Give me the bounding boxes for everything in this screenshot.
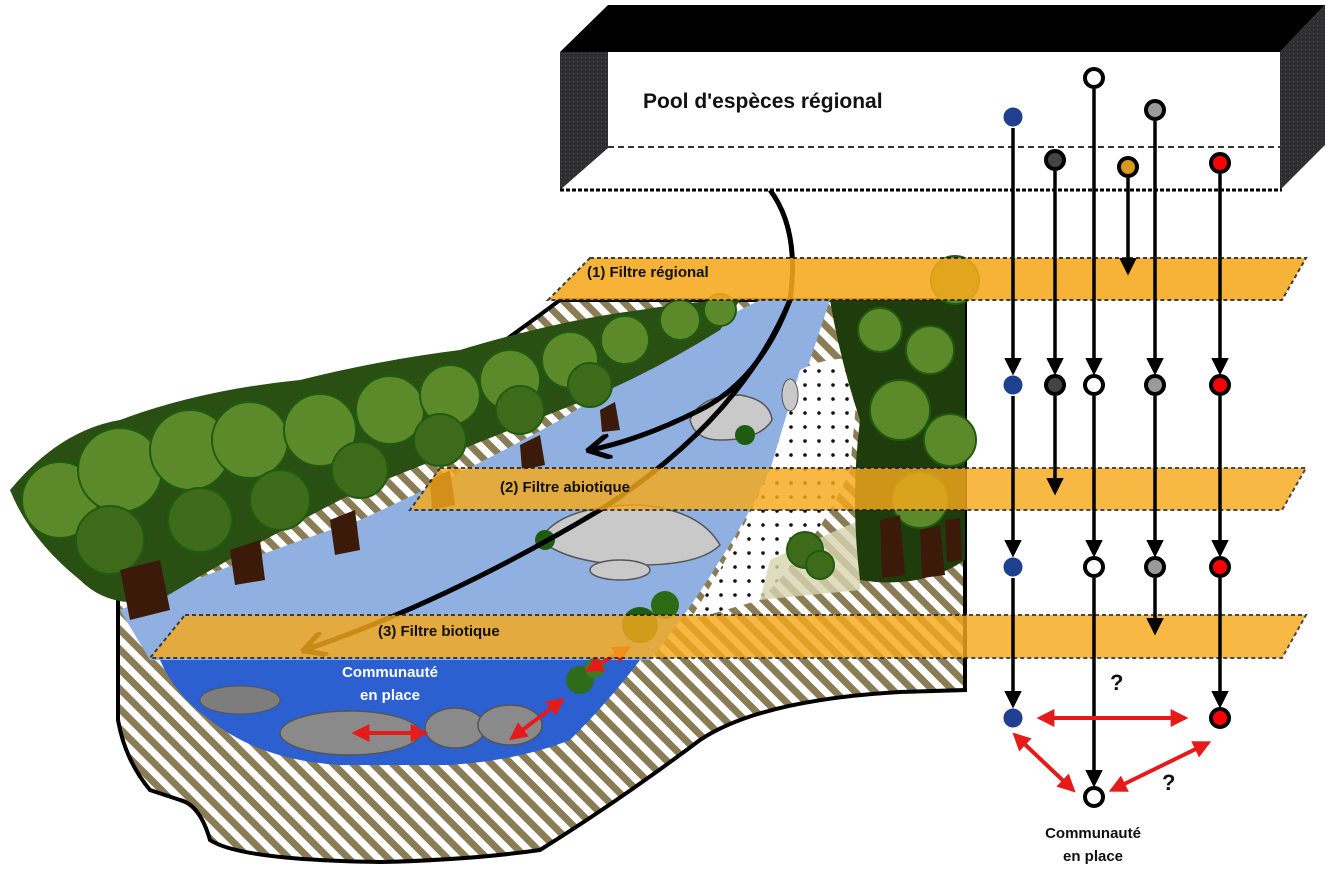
filter-regional-label: (1) Filtre régional: [587, 264, 709, 281]
landscape-community-label-line1: Communauté: [342, 664, 438, 681]
species-node-after_abiotic-light-grey: [1144, 556, 1166, 578]
schema-community-label-line2: en place: [1063, 848, 1123, 865]
filter-abiotic-label: (2) Filtre abiotique: [500, 479, 630, 496]
species-node-pool-orange: [1117, 156, 1139, 178]
species-node-after_biotic-red: [1209, 707, 1231, 729]
pool-box-back: [608, 52, 1280, 148]
pool-box-right-side: [1280, 5, 1325, 190]
species-node-after_abiotic-blue: [1003, 557, 1023, 577]
species-node-after_abiotic-red: [1209, 556, 1231, 578]
question-mark-facilitation: ?: [1162, 770, 1175, 795]
species-node-after_biotic-white: [1083, 786, 1105, 808]
interaction-blue-white: [1012, 732, 1076, 793]
species-node-after_abiotic-white: [1083, 556, 1105, 578]
rock: [199, 685, 281, 715]
species-node-pool-light-grey: [1144, 99, 1166, 121]
landscape-community-label-line2: en place: [360, 687, 420, 704]
filter-abiotic: [408, 467, 1308, 511]
species-node-after_regional-red: [1209, 374, 1231, 396]
species-node-pool-blue: [1003, 107, 1023, 127]
schema-interactions: [1012, 709, 1212, 793]
pool-box-top: [560, 5, 1325, 52]
species-node-after_regional-dark-grey: [1044, 374, 1066, 396]
interaction-arrow: [509, 697, 565, 741]
question-mark-competition: ?: [1110, 670, 1123, 695]
filter-biotic-label: (3) Filtre biotique: [378, 623, 500, 640]
pool-title: Pool d'espèces régional: [643, 90, 883, 113]
schema-community-label-line1: Communauté: [1045, 825, 1141, 842]
rock: [424, 707, 486, 749]
rock: [781, 378, 799, 412]
species-node-pool-dark-grey: [1044, 149, 1066, 171]
species-node-after_regional-light-grey: [1144, 374, 1166, 396]
regional-pool-box: Pool d'espèces régional: [560, 5, 1325, 192]
filter-biotic: [147, 614, 1308, 659]
species-node-pool-red: [1209, 152, 1231, 174]
rock: [589, 559, 651, 581]
species-node-after_biotic-blue: [1003, 708, 1023, 728]
interaction-white-red: [1108, 741, 1212, 792]
species-node-pool-white: [1083, 67, 1105, 89]
species-node-after_regional-blue: [1003, 375, 1023, 395]
filter-regional: [545, 257, 1308, 301]
species-schema: [1003, 67, 1231, 808]
left-forest: [10, 293, 740, 620]
species-node-after_regional-white: [1083, 374, 1105, 396]
pool-box-left-side: [560, 52, 608, 190]
